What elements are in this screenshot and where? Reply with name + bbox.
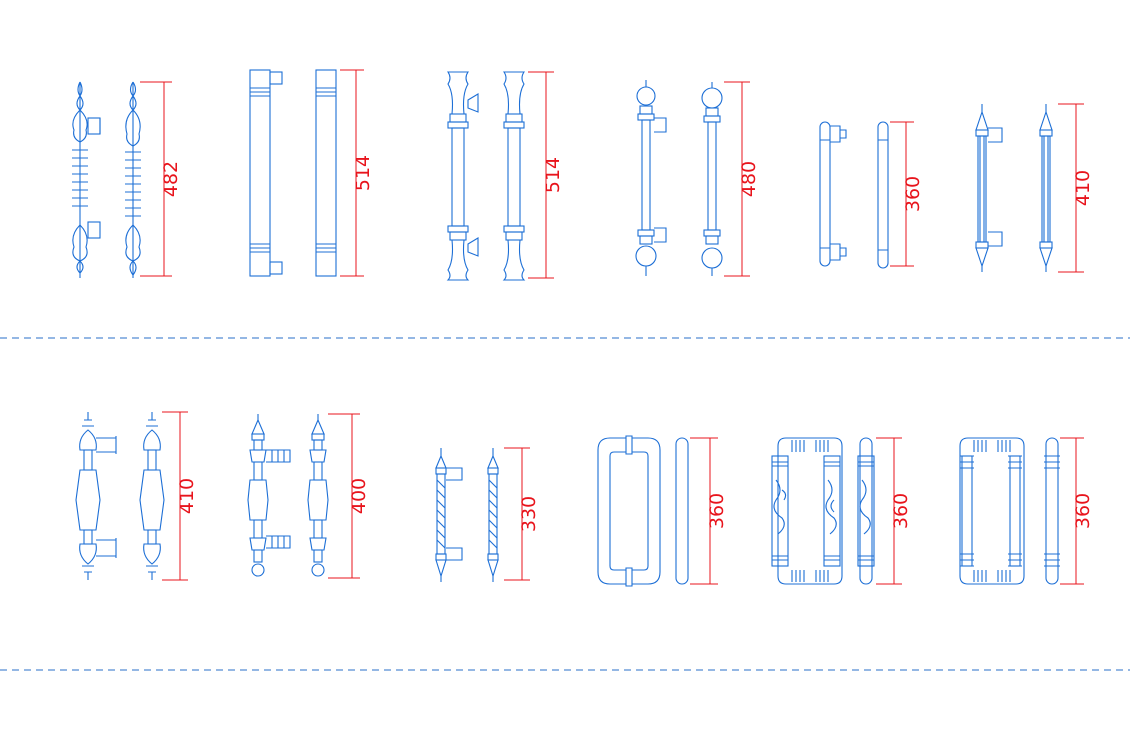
handle-h08-front-view [247,414,291,577]
dimension-line-h04 [724,81,750,277]
dimension-line-h12 [1060,437,1084,585]
handle-h10-side-view [675,437,689,585]
handle-h05-front-view [819,121,847,267]
dimension-line-h10 [690,437,718,585]
handle-h02-side-view [315,69,337,277]
handle-h01-front-view [72,81,101,278]
handle-h07-side-view [139,412,165,580]
handle-h04-front-view [635,80,667,276]
handle-h07-front-view [75,412,117,580]
dimension-line-h03 [528,71,554,279]
dimension-line-h11 [876,437,902,585]
dimension-line-h07 [162,411,188,581]
dimension-label-h05: 360 [902,176,924,212]
dimension-label-h04: 480 [738,161,760,197]
handle-h10-front-view [597,435,661,587]
dimension-label-h09: 330 [518,496,540,532]
dimension-label-h12: 360 [1072,493,1094,529]
handle-h01-side-view [125,81,141,278]
dimension-line-h09 [504,447,530,581]
dimension-line-h06 [1058,103,1084,273]
handle-h04-side-view [701,82,723,276]
handle-h11-side-view [857,437,875,585]
handle-h06-side-view [1039,104,1053,272]
handle-h06-front-view [975,104,1003,272]
dimension-line-h02 [340,69,364,277]
handle-h12-front-view [959,437,1025,585]
handle-h12-side-view [1044,437,1060,585]
dimension-label-h01: 482 [160,161,182,197]
dimension-label-h03: 514 [542,157,564,193]
handle-h03-side-view [502,71,526,281]
dimension-label-h10: 360 [706,493,728,529]
handle-h09-side-view [487,448,499,582]
handle-h03-front-view [446,71,479,281]
handle-h11-front-view [771,437,843,585]
handle-h02-front-view [249,69,283,277]
dimension-label-h02: 514 [352,155,374,191]
handle-h05-side-view [877,121,889,269]
dimension-label-h07: 410 [176,478,198,514]
handle-h09-front-view [435,448,463,582]
dimension-label-h11: 360 [890,493,912,529]
dimension-line-h08 [328,413,360,579]
dimension-line-h05 [890,121,914,267]
handle-h08-side-view [307,414,329,577]
dimension-label-h06: 410 [1072,170,1094,206]
dimension-line-h01 [140,81,172,277]
dimension-label-h08: 400 [348,478,370,514]
